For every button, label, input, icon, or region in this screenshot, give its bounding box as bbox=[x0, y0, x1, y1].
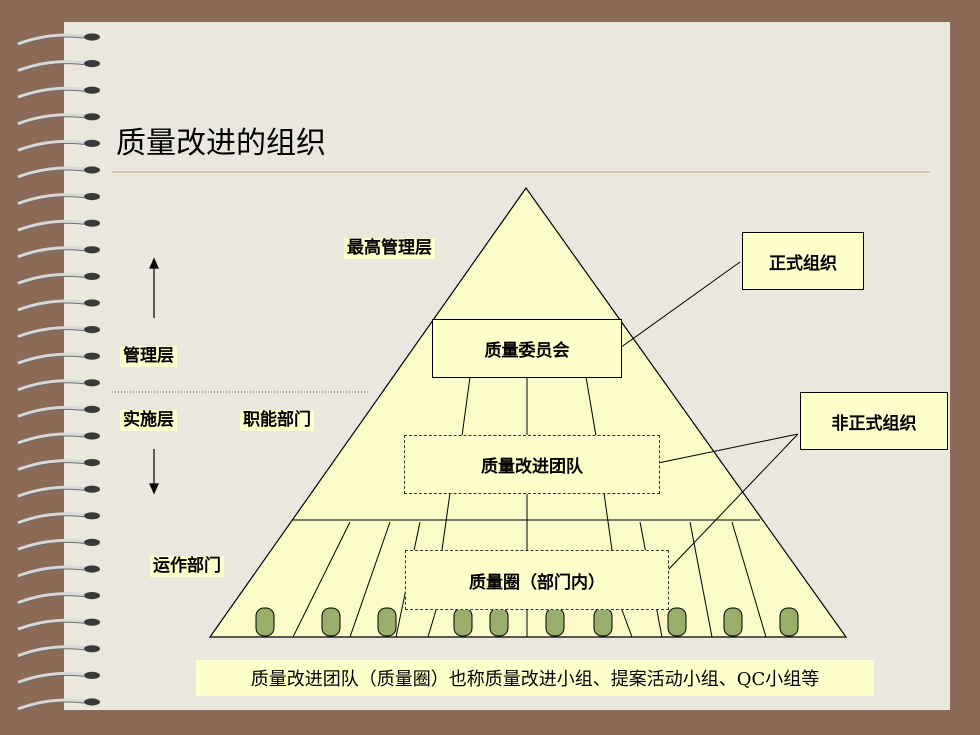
spiral-ring bbox=[17, 272, 100, 286]
spiral-ring bbox=[17, 538, 100, 552]
quality-circle-box: 质量圈（部门内） bbox=[405, 550, 669, 610]
up-arrow bbox=[149, 257, 159, 318]
members bbox=[255, 607, 799, 637]
quality-committee-box: 质量委员会 bbox=[432, 319, 622, 378]
informal-callout-line bbox=[657, 433, 799, 464]
connector-line bbox=[585, 376, 597, 437]
informal-callout-line bbox=[667, 433, 799, 571]
operations-department-label: 运作部门 bbox=[150, 556, 224, 577]
spiral-ring bbox=[17, 60, 100, 74]
formal-callout-line bbox=[619, 261, 741, 349]
spiral-ring bbox=[17, 193, 100, 207]
spiral-ring bbox=[17, 33, 100, 47]
spiral-ring bbox=[17, 352, 100, 366]
member-icon bbox=[321, 607, 341, 637]
spiral-ring bbox=[17, 299, 100, 313]
spiral-ring bbox=[17, 698, 100, 712]
informal-organization-box: 非正式组织 bbox=[800, 392, 948, 450]
pyramid bbox=[208, 186, 848, 638]
member-icon bbox=[255, 607, 275, 637]
member-icon bbox=[377, 607, 397, 637]
down-arrow bbox=[149, 449, 159, 495]
spiral-ring bbox=[17, 246, 100, 260]
spiral-ring bbox=[17, 166, 100, 180]
spiral-ring bbox=[17, 592, 100, 606]
spiral-ring bbox=[17, 326, 100, 340]
spiral-ring bbox=[17, 113, 100, 127]
spiral-ring bbox=[17, 485, 100, 499]
spiral-ring bbox=[17, 671, 100, 685]
spiral-ring bbox=[17, 379, 100, 393]
department-fan-lines bbox=[292, 521, 767, 638]
member-icon bbox=[723, 607, 743, 637]
spiral-ring bbox=[17, 432, 100, 446]
quality-team-box: 质量改进团队 bbox=[404, 435, 660, 494]
spiral-ring bbox=[17, 459, 100, 473]
member-icon bbox=[667, 607, 687, 637]
spiral-ring bbox=[17, 565, 100, 579]
page-title: 质量改进的组织 bbox=[116, 126, 326, 161]
connector-line bbox=[603, 492, 613, 551]
member-icon bbox=[545, 607, 565, 637]
member-icon bbox=[593, 607, 613, 637]
connector-line bbox=[461, 376, 471, 437]
spiral-ring bbox=[17, 86, 100, 100]
spiral-ring bbox=[17, 139, 100, 153]
spiral-ring bbox=[17, 645, 100, 659]
member-icon bbox=[453, 607, 473, 637]
spiral-ring bbox=[17, 512, 100, 526]
member-icon bbox=[489, 607, 509, 637]
top-management-label: 最高管理层 bbox=[344, 238, 435, 259]
connector-line bbox=[441, 492, 451, 551]
implementation-layer-label: 实施层 bbox=[120, 410, 177, 431]
spiral-ring bbox=[17, 618, 100, 632]
member-icon bbox=[779, 607, 799, 637]
formal-organization-box: 正式组织 bbox=[742, 232, 864, 290]
management-layer-label: 管理层 bbox=[120, 346, 177, 367]
spiral-ring bbox=[17, 219, 100, 233]
functional-department-label: 职能部门 bbox=[240, 410, 314, 431]
spiral-ring bbox=[17, 405, 100, 419]
footnote: 质量改进团队（质量圈）也称质量改进小组、提案活动小组、QC小组等 bbox=[196, 660, 874, 696]
